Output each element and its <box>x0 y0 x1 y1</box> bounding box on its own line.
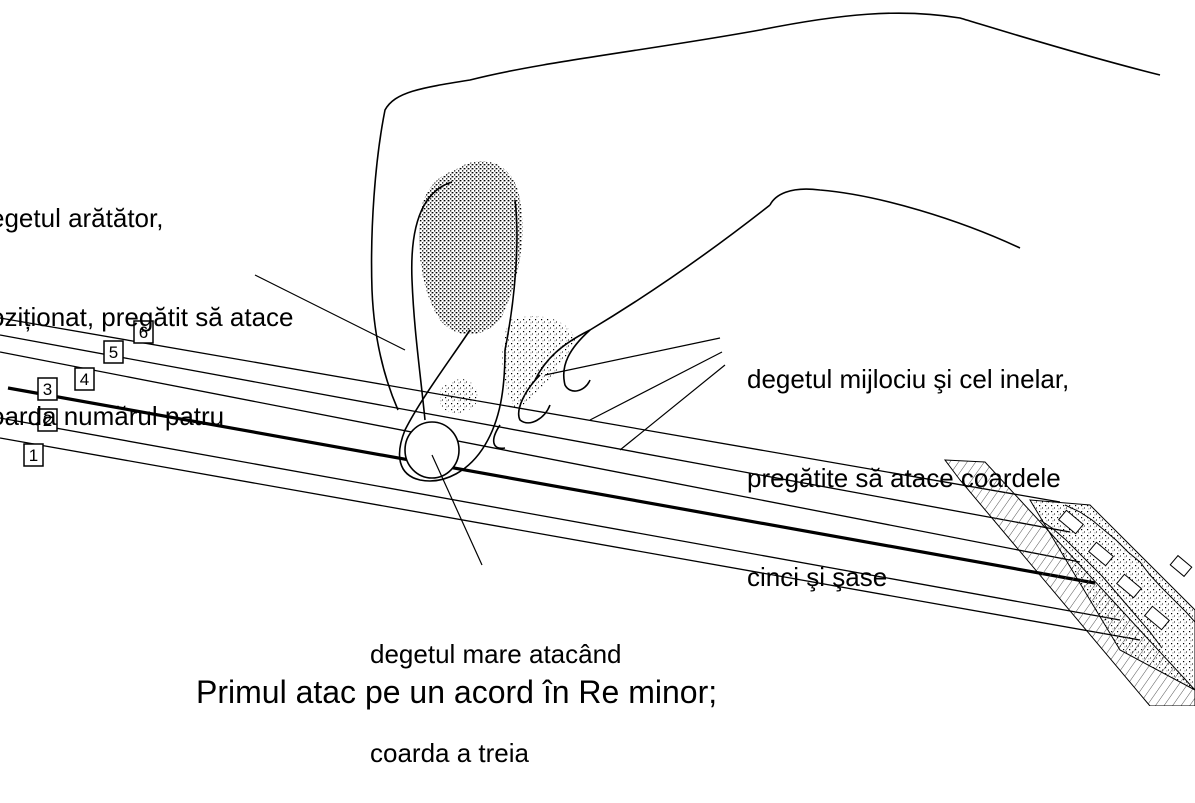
middle-ring-fingers-label: degetul mijlociu şi cel inelar, pregătit… <box>747 297 1069 627</box>
hand-shading <box>502 316 575 410</box>
index-finger-label-line-3: oarda numărul patru <box>0 400 294 433</box>
index-nail-shading <box>419 161 522 334</box>
knuckle-shading <box>440 379 478 413</box>
middle-ring-fingers-label-line-3: cinci şi şase <box>747 561 1069 594</box>
index-finger-label-line-1: egetul arătător, <box>0 202 294 235</box>
index-finger-label: egetul arătător, oziționat, pregătit să … <box>0 136 294 466</box>
thumb-label-line-1: degetul mare atacând <box>370 638 622 671</box>
thumb-label-line-2: coarda a treia <box>370 737 622 770</box>
index-finger-label-line-2: oziționat, pregătit să atace <box>0 301 294 334</box>
figure-caption: Primul atac pe un acord în Re minor; <box>196 672 717 712</box>
leader-middle-2 <box>590 352 722 420</box>
middle-ring-fingers-label-line-2: pregătite să atace coardele <box>747 462 1069 495</box>
middle-ring-fingers-label-line-1: degetul mijlociu şi cel inelar, <box>747 363 1069 396</box>
